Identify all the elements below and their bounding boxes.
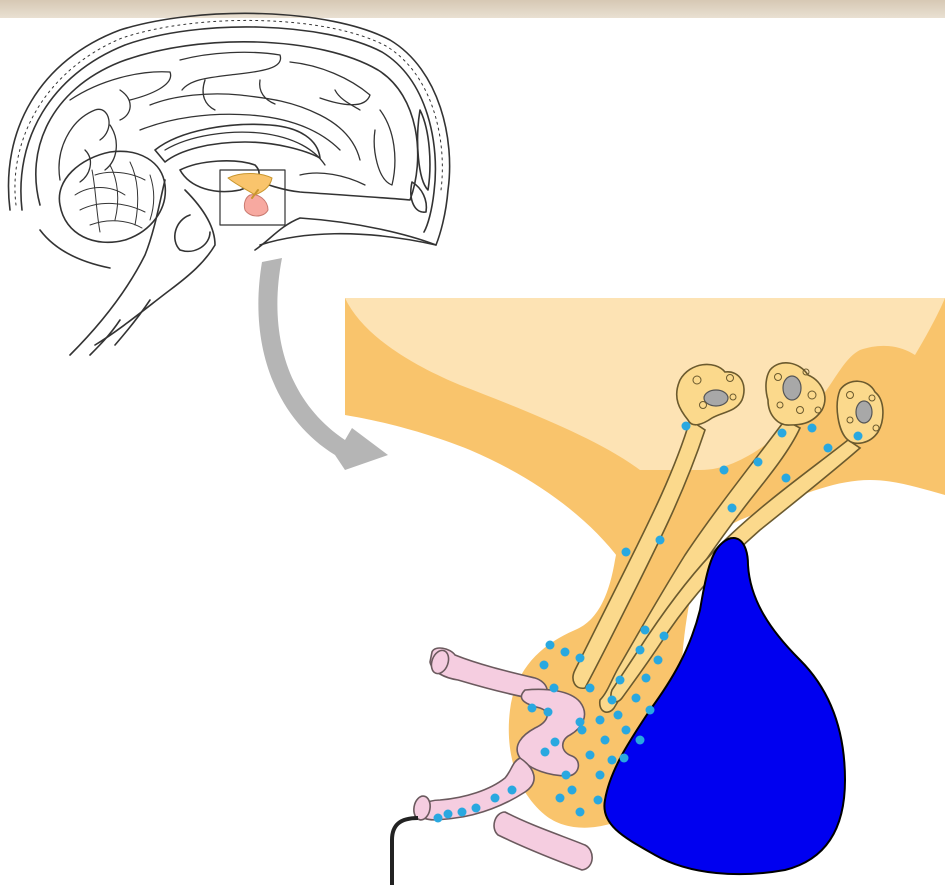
nucleus-3 (856, 401, 872, 423)
pons (175, 215, 210, 251)
skull-base (260, 234, 436, 245)
nucleus-2 (783, 376, 801, 400)
frontal-sinus (418, 110, 430, 190)
cerebrum-outline (36, 42, 418, 205)
brainstem (95, 190, 215, 345)
outflow-line (392, 818, 418, 885)
nucleus-1 (704, 390, 728, 406)
hypothalamus-highlight (228, 174, 272, 196)
cerebellum (59, 151, 165, 242)
skull-outline (8, 13, 449, 250)
frontal-sinus-lower (411, 182, 427, 212)
cerebrum-gyri (59, 52, 395, 185)
pituitary-highlight (244, 195, 268, 216)
hypothalamus-enlargement (345, 298, 945, 885)
cerebellum-folia (75, 162, 154, 232)
skull-inner (21, 27, 436, 232)
occipital-base (40, 230, 110, 268)
